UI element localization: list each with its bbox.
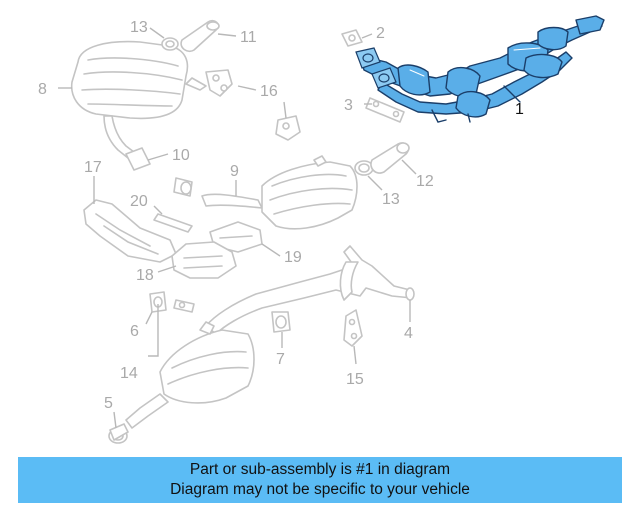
callout-18: 18 [136,267,154,284]
part-2-gasket [341,29,363,47]
part-4-intermediate-pipe [205,245,415,335]
part-3-bracket [365,97,405,123]
part-14-front-muffler [125,321,255,429]
callout-20: 20 [130,193,148,210]
part-16-bracket [205,69,301,141]
part-7-insulator [271,311,291,333]
part-13-clamp-top [161,37,179,51]
part-18-heat-shield [171,241,237,279]
callout-11: 11 [240,29,257,46]
callout-2: 2 [376,25,385,42]
part-20-shield-strip [153,213,193,233]
part-15-bracket [343,309,363,347]
callout-5: 5 [104,395,113,412]
callout-12: 12 [416,173,434,190]
callout-leaders [58,27,521,429]
callout-13-top: 13 [130,19,148,36]
callout-10: 10 [172,147,190,164]
callout-14: 14 [120,365,138,382]
banner-line-1: Part or sub-assembly is #1 in diagram [189,461,451,478]
part-1-catalytic-converter-assembly [355,15,605,123]
callout-1: 1 [515,101,524,118]
callout-7: 7 [276,351,285,368]
callout-4: 4 [404,325,413,342]
callout-leader-1 [503,85,521,103]
callout-16: 16 [260,83,278,100]
callout-15: 15 [346,371,364,388]
disclaimer-banner: Part or sub-assembly is #1 in diagram Di… [18,457,622,503]
callout-8: 8 [38,81,47,98]
callout-19: 19 [284,249,302,266]
banner-line-2: Diagram may not be specific to your vehi… [170,481,470,498]
callout-3: 3 [344,97,353,114]
part-8-rear-muffler [70,40,207,159]
callout-17: 17 [84,159,102,176]
callout-13-right: 13 [382,191,400,208]
part-9-center-muffler [201,155,358,230]
part-12-tailpipe [370,142,410,174]
part-6-insulator [149,291,195,313]
part-5-clamp [108,423,129,444]
part-11-tailpipe [180,19,220,53]
exhaust-parts-diagram: 1 2 3 4 5 6 7 8 9 10 11 12 13 13 14 15 1… [38,15,605,444]
callout-labels: 1 2 3 4 5 6 7 8 9 10 11 12 13 13 14 15 1… [38,19,524,412]
callout-6: 6 [130,323,139,340]
part-10-clamp [125,147,193,197]
callout-9: 9 [230,163,239,180]
